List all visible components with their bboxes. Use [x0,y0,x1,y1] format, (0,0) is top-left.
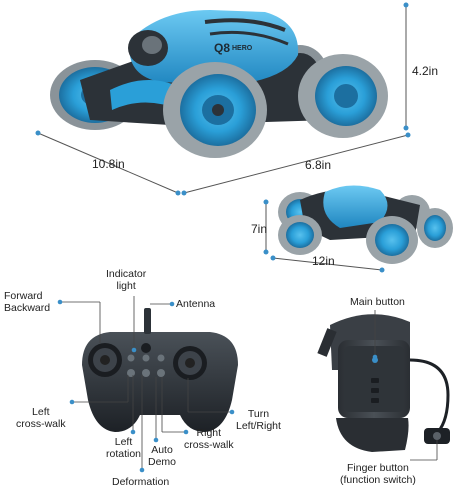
controller-callouts [57,296,235,473]
car-wheel-front-left [163,62,267,158]
right-crosswalk-label: Right cross-walk [184,427,234,451]
main-stunt-car: Q8 HERO [50,10,388,158]
turn-left-right-label: Turn Left/Right [236,408,281,432]
indicator-light-label: Indicator light [106,268,147,292]
small-car-dimension-lines [263,199,385,273]
finger-button-label: Finger button (function switch) [340,462,416,486]
left-joystick [88,343,122,377]
remote-controller [82,308,238,432]
main-width-label: 6.8in [305,158,332,172]
main-button-label: Main button [350,296,405,308]
gesture-watch [317,314,450,452]
svg-text:Q8: Q8 [214,41,230,55]
auto-demo-label: Auto Demo [148,444,177,468]
deformation-label: Deformation [112,476,170,488]
right-joystick [173,346,207,380]
car-wheel-front-right [298,54,388,138]
main-car-dimension-lines [35,2,411,196]
watch-callouts [372,310,438,461]
antenna-label: Antenna [176,298,216,310]
small-height-label: 7in [251,222,268,236]
left-rotation-label: Left rotation [106,436,142,460]
product-badge: HERO [232,45,253,52]
small-length-label: 12in [312,254,335,268]
small-stunt-car [278,185,453,264]
forward-backward-label: Forward Backward [4,290,51,314]
main-height-label: 4.2in [412,64,439,78]
left-crosswalk-label: Left cross-walk [16,406,66,430]
main-length-label: 10.8in [92,157,125,171]
